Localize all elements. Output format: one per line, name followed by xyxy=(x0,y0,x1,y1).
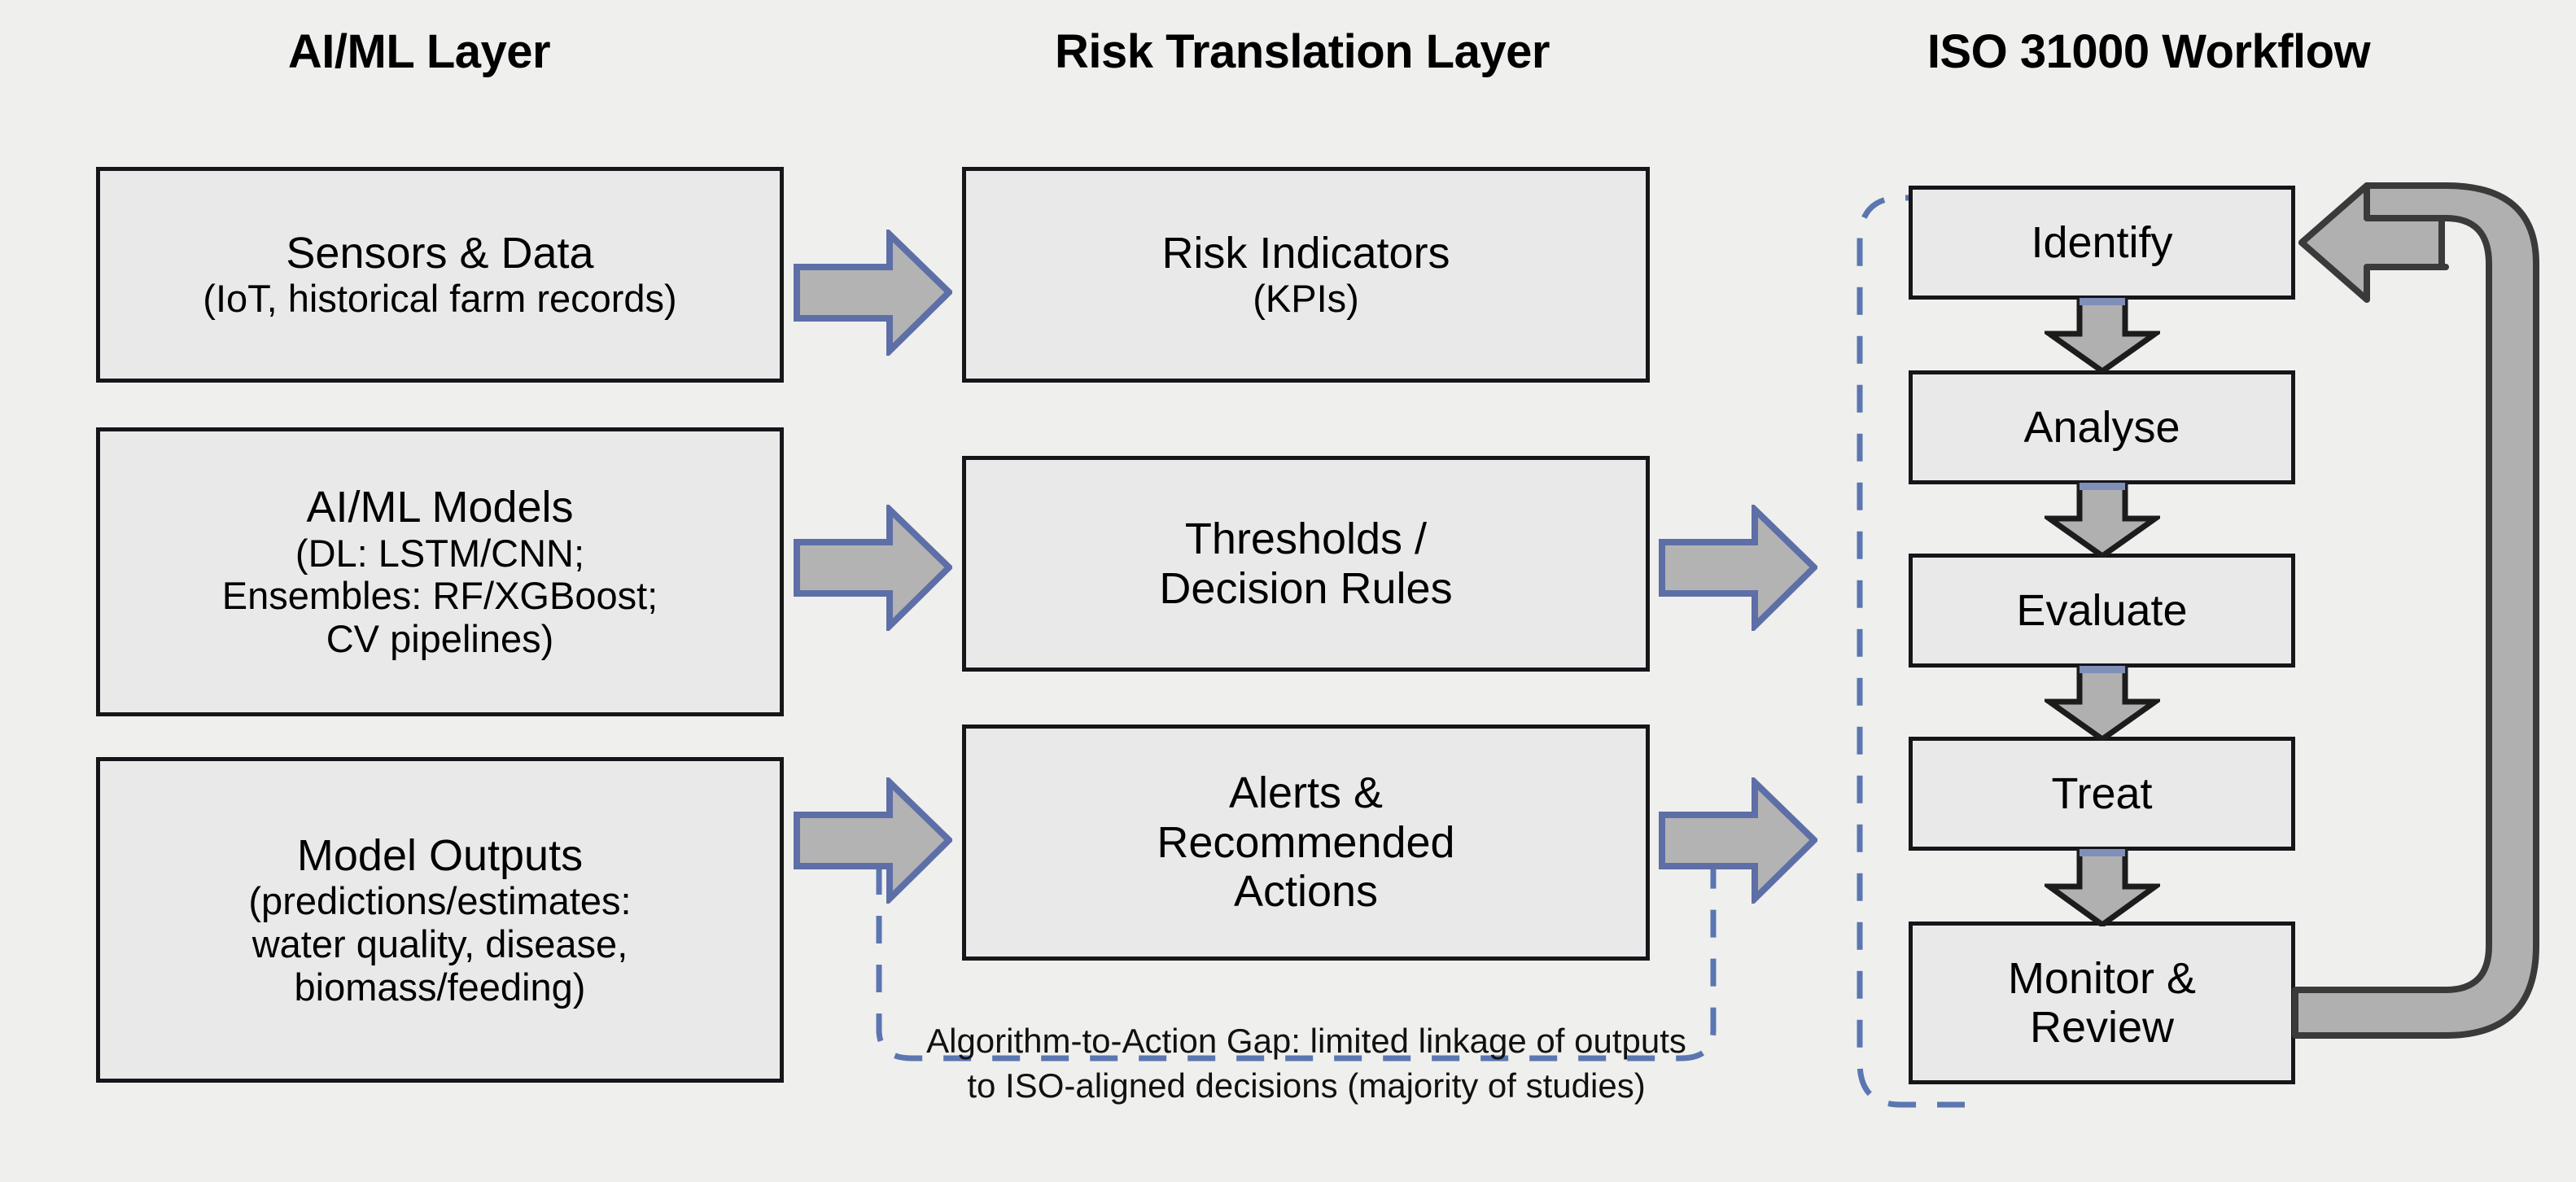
box-title: Thresholds / xyxy=(1184,514,1428,564)
box-sensors-and-data[interactable]: Sensors & Data (IoT, historical farm rec… xyxy=(96,167,784,383)
workflow-step-treat[interactable]: Treat xyxy=(1909,737,2295,851)
box-title: Model Outputs xyxy=(296,830,584,880)
box-subtitle-line: (DL: LSTM/CNN; xyxy=(295,531,585,575)
column-title-aiml: AI/ML Layer xyxy=(287,25,551,78)
workflow-step-identify[interactable]: Identify xyxy=(1909,186,2295,300)
step-label: Analyse xyxy=(2023,402,2180,452)
workflow-step-evaluate[interactable]: Evaluate xyxy=(1909,554,2295,668)
box-title: AI/ML Models xyxy=(306,483,574,532)
arrow-thresholds-to-workflow xyxy=(1659,505,1817,631)
iso-workflow-dashed-bracket xyxy=(1815,191,1986,1111)
box-subtitle-line: Recommended xyxy=(1157,817,1455,867)
column-title-risk-translation: Risk Translation Layer xyxy=(1055,25,1550,78)
arrow-alerts-to-workflow xyxy=(1659,777,1817,904)
column-title-iso-workflow: ISO 31000 Workflow xyxy=(1927,25,2371,78)
arrow-feedback-monitor-to-identify xyxy=(2271,179,2539,1042)
box-title: Risk Indicators xyxy=(1161,228,1450,278)
arrow-treat-to-monitor-review xyxy=(2045,849,2160,926)
arrow-analyse-to-evaluate xyxy=(2045,483,2160,558)
arrow-outputs-to-alerts xyxy=(794,777,952,904)
caption-line-2: to ISO-aligned decisions (majority of st… xyxy=(967,1066,1646,1105)
algorithm-to-action-gap-region xyxy=(830,867,1807,1103)
box-aiml-models[interactable]: AI/ML Models (DL: LSTM/CNN; Ensembles: R… xyxy=(96,427,784,716)
box-subtitle-line: (IoT, historical farm records) xyxy=(203,277,677,321)
step-label: Treat xyxy=(2051,768,2153,818)
arrow-identify-to-analyse xyxy=(2045,298,2160,373)
box-alerts-recommended-actions[interactable]: Alerts & Recommended Actions xyxy=(962,725,1650,961)
arrow-sensors-to-risk-indicators xyxy=(794,230,952,356)
box-subtitle-line: (KPIs) xyxy=(1253,277,1359,321)
box-subtitle-line: CV pipelines) xyxy=(326,617,554,661)
box-subtitle-line: Decision Rules xyxy=(1159,563,1453,613)
box-subtitle-line: Ensembles: RF/XGBoost; xyxy=(221,574,658,618)
arrow-models-to-thresholds xyxy=(794,505,952,631)
algorithm-to-action-gap-caption: Algorithm-to-Action Gap: limited linkage… xyxy=(926,1019,1686,1108)
box-model-outputs[interactable]: Model Outputs (predictions/estimates: wa… xyxy=(96,757,784,1083)
step-label: Evaluate xyxy=(2016,585,2188,635)
arrow-evaluate-to-treat xyxy=(2045,666,2160,741)
step-label: Monitor & xyxy=(2007,953,2197,1003)
box-subtitle-line: biomass/feeding) xyxy=(294,965,586,1009)
box-subtitle-line: Actions xyxy=(1233,867,1379,917)
step-label: Identify xyxy=(2031,217,2173,267)
caption-line-1: Algorithm-to-Action Gap: limited linkage… xyxy=(926,1022,1686,1060)
box-title: Alerts & xyxy=(1228,768,1384,818)
box-risk-indicators[interactable]: Risk Indicators (KPIs) xyxy=(962,167,1650,383)
step-label-line2: Review xyxy=(2029,1003,2175,1052)
workflow-step-analyse[interactable]: Analyse xyxy=(1909,370,2295,484)
workflow-step-monitor-review[interactable]: Monitor & Review xyxy=(1909,922,2295,1084)
box-title: Sensors & Data xyxy=(286,228,594,278)
box-subtitle-line: (predictions/estimates: xyxy=(248,879,632,923)
box-thresholds-decision-rules[interactable]: Thresholds / Decision Rules xyxy=(962,456,1650,672)
box-subtitle-line: water quality, disease, xyxy=(251,922,628,965)
